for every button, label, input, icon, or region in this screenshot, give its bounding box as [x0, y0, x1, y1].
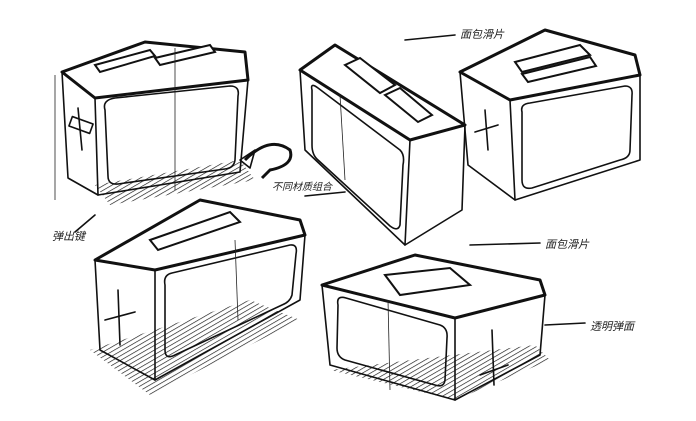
shadow — [330, 345, 550, 400]
annotation-eject-key: 弹出键 — [52, 230, 85, 243]
annotation-side-panel: 透明弹面 — [590, 320, 634, 333]
annotation-bread-slot-bottom: 面包滑片 — [545, 238, 589, 251]
rotate-arrow-icon — [243, 142, 293, 180]
annotation-material: 不同材质组合 — [272, 182, 332, 193]
toaster-sketch-4 — [90, 198, 307, 395]
toaster-sketch-5 — [320, 253, 550, 401]
toaster-sketch-2 — [298, 43, 467, 246]
shadow — [90, 300, 300, 395]
toaster-sketch-1 — [54, 40, 255, 205]
toaster-sketch-3 — [458, 28, 642, 201]
annotation-bread-slot-top: 面包滑片 — [460, 28, 504, 41]
